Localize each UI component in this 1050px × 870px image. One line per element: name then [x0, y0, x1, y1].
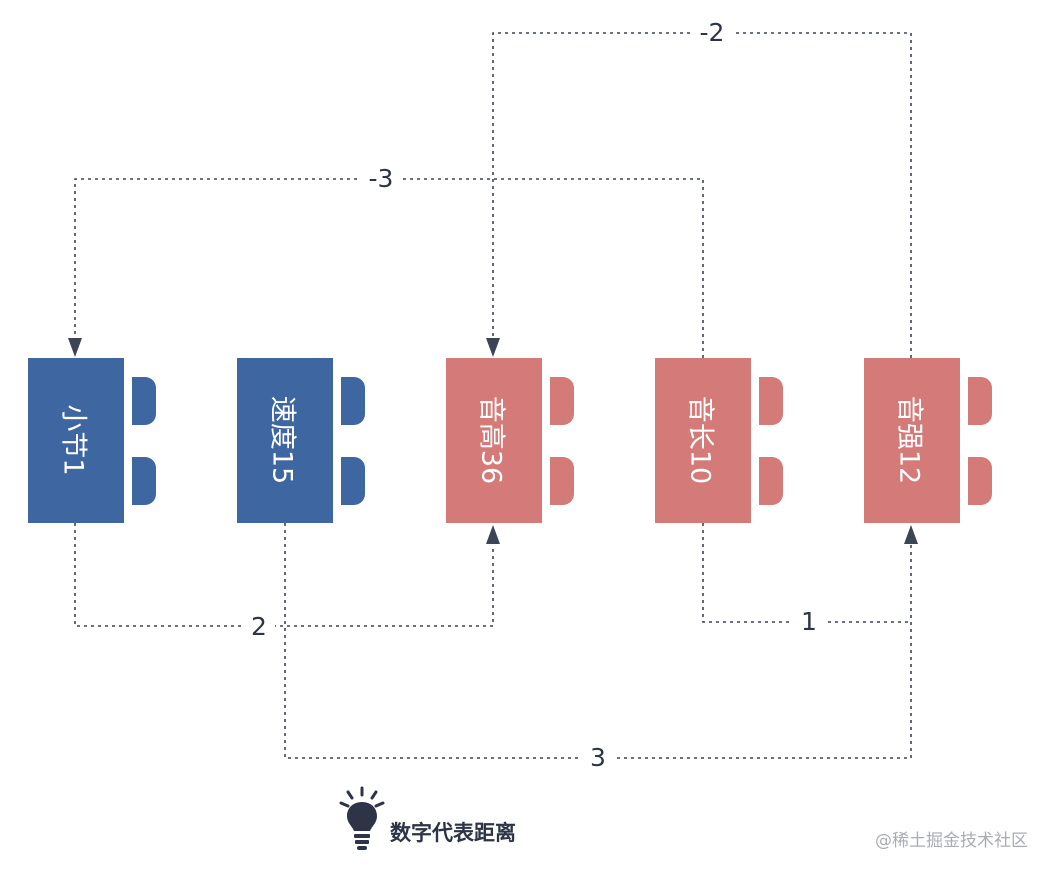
node-label: 音长10 — [684, 395, 716, 485]
node-body — [655, 358, 751, 523]
node-yinqiang: 音强12 — [864, 358, 992, 523]
watermark: @稀土掘金技术社区 — [875, 831, 1028, 851]
node-tab — [968, 457, 992, 505]
node-tab — [132, 377, 156, 425]
node-label: 音强12 — [893, 395, 925, 485]
node-yinchang: 音长10 — [655, 358, 783, 523]
arrow-head — [486, 338, 500, 357]
edge-line — [702, 523, 911, 623]
node-body — [864, 358, 960, 523]
node-xiaojie: 小节1 — [28, 358, 156, 523]
node-tab — [550, 377, 574, 425]
node-tab — [550, 457, 574, 505]
node-yingao: 音高36 — [446, 358, 574, 523]
edge-label: -3 — [360, 165, 402, 193]
edge-label: 1 — [793, 608, 825, 636]
edge-line — [74, 178, 704, 358]
edge-line — [284, 523, 912, 759]
node-tab — [341, 457, 365, 505]
node-label: 音高36 — [475, 395, 507, 485]
node-body — [446, 358, 542, 523]
edge-line — [492, 32, 912, 358]
arrow-head — [904, 525, 918, 544]
node-tab — [132, 457, 156, 505]
node-label: 速度15 — [266, 395, 298, 485]
edge-line — [74, 523, 494, 627]
edge-label: -2 — [691, 19, 733, 47]
node-body — [28, 358, 124, 523]
node-sudu: 速度15 — [237, 358, 365, 523]
node-body — [237, 358, 333, 523]
node-tab — [759, 457, 783, 505]
arrow-head — [486, 525, 500, 544]
node-tab — [968, 377, 992, 425]
node-label: 小节1 — [57, 404, 89, 476]
node-tab — [341, 377, 365, 425]
edge-label: 3 — [582, 744, 614, 772]
legend-text: 数字代表距离 — [390, 821, 516, 845]
node-tab — [759, 377, 783, 425]
lightbulb-icon — [338, 786, 386, 856]
edge-label: 2 — [243, 613, 275, 641]
arrow-head — [68, 338, 82, 357]
